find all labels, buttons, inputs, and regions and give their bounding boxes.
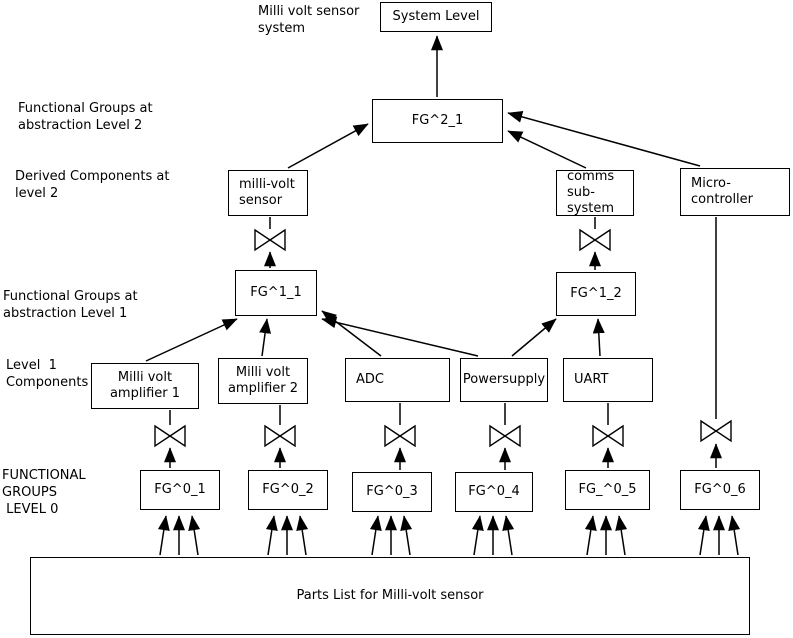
label-functional-groups-level0: FUNCTIONAL GROUPS LEVEL 0 xyxy=(2,468,86,517)
hierarchy-arrows xyxy=(145,35,701,362)
node-adc: ADC xyxy=(345,358,450,402)
node-millivolt-sensor: milli-volt sensor xyxy=(228,170,308,216)
parts-list-arrows xyxy=(157,515,741,556)
node-fg1-1: FG^1_1 xyxy=(235,270,317,316)
bowtie-link-millivolt-sensor xyxy=(254,217,286,268)
node-fg0-2: FG^0_2 xyxy=(248,470,328,510)
bowtie-icon xyxy=(489,425,521,447)
diagram-title: Milli volt sensor system xyxy=(258,4,360,36)
bowtie-link-powersupply xyxy=(489,403,521,470)
node-comms-subsystem: comms sub-system xyxy=(556,169,634,216)
bowtie-link-microcontroller xyxy=(700,217,732,468)
node-fg1-2: FG^1_2 xyxy=(556,272,636,316)
label-functional-groups-level1: Functional Groups at abstraction Level 1 xyxy=(3,289,138,321)
node-powersupply: Powersupply xyxy=(460,358,548,402)
bowtie-icon xyxy=(264,425,296,447)
bowtie-icon xyxy=(154,425,186,447)
bowtie-link-comms xyxy=(579,217,611,270)
bowtie-icon xyxy=(592,425,624,447)
node-milli-volt-amplifier-1: Milli volt amplifier 1 xyxy=(91,363,199,409)
bowtie-icon xyxy=(579,229,611,251)
bowtie-link-amp1 xyxy=(154,410,186,468)
bowtie-icon xyxy=(700,420,732,442)
node-milli-volt-amplifier-2: Milli volt amplifier 2 xyxy=(218,358,308,404)
node-fg2-1: FG^2_1 xyxy=(372,99,503,143)
node-uart: UART xyxy=(563,358,653,402)
label-functional-groups-level2: Functional Groups at abstraction Level 2 xyxy=(18,101,153,133)
bowtie-link-adc xyxy=(384,403,416,470)
node-fg0-1: FG^0_1 xyxy=(140,470,220,510)
bowtie-link-uart xyxy=(592,403,624,468)
label-derived-components-level2: Derived Components at level 2 xyxy=(15,169,170,201)
bowtie-link-amp2 xyxy=(264,405,296,468)
node-parts-list: Parts List for Milli-volt sensor xyxy=(30,557,750,635)
node-fg0-3: FG^0_3 xyxy=(352,472,432,512)
label-level1-components: Level 1 Components xyxy=(6,358,89,390)
bowtie-icon xyxy=(254,229,286,251)
node-microcontroller: Micro- controller xyxy=(680,168,790,216)
node-fg0-5: FG_^0_5 xyxy=(565,470,650,510)
node-system-level: System Level xyxy=(380,2,492,32)
node-fg0-6: FG^0_6 xyxy=(680,470,760,510)
bowtie-icon xyxy=(384,425,416,447)
node-fg0-4: FG^0_4 xyxy=(455,472,533,512)
